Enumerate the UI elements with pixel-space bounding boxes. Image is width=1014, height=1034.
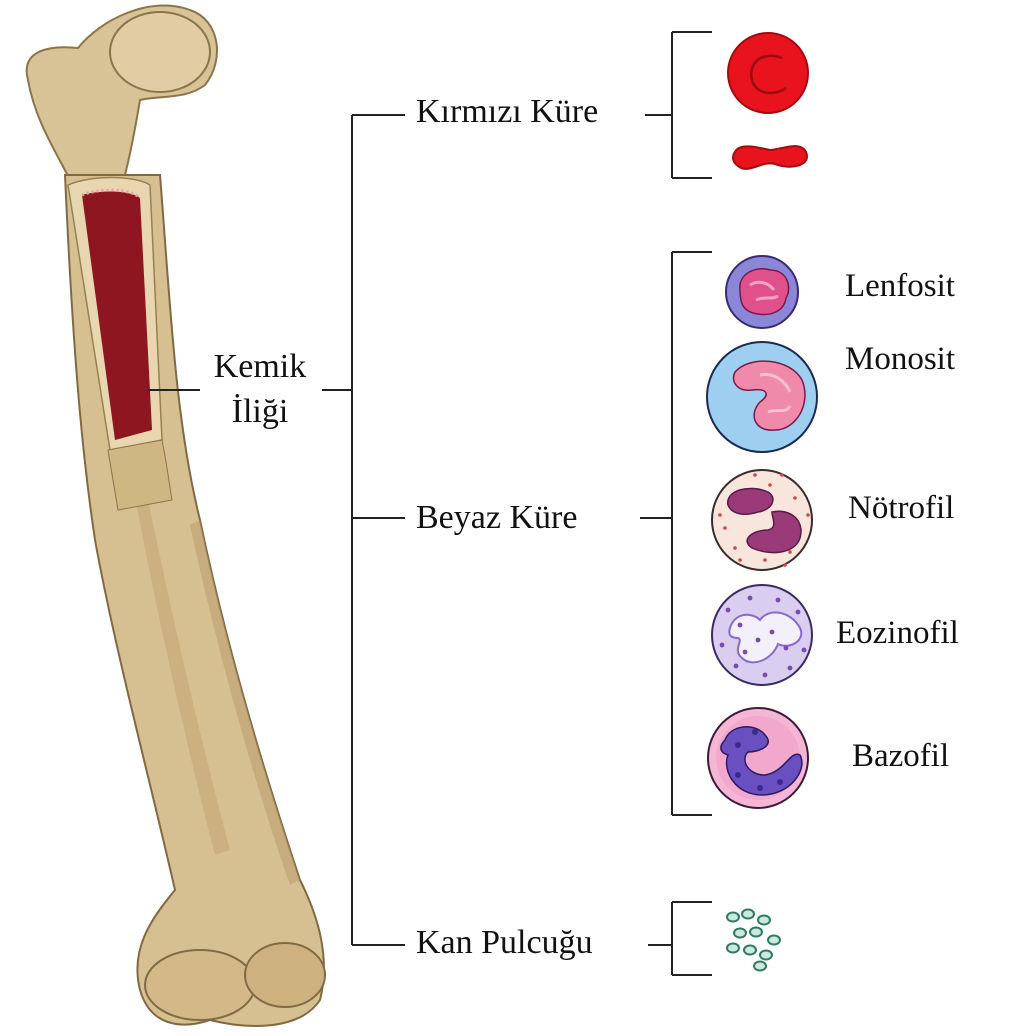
label-neutrophil: Nötrofil <box>848 492 954 525</box>
label-basophil: Bazofil <box>852 740 949 773</box>
basophil-icon <box>708 708 808 808</box>
neutrophil-icon <box>712 470 812 570</box>
branch-label-platelets: Kan Pulcuğu <box>416 926 593 960</box>
bone-illustration <box>27 5 325 1025</box>
branch-label-white-cells: Beyaz Küre <box>416 501 577 535</box>
root-label-line1: Kemik <box>198 350 322 384</box>
eosinophil-icon <box>712 585 812 685</box>
label-eosinophil: Eozinofil <box>836 617 959 650</box>
label-monocyte: Monosit <box>845 343 955 376</box>
monocyte-icon <box>707 342 817 452</box>
platelet-cluster-icon <box>727 910 780 971</box>
lymphocyte-icon <box>726 256 798 328</box>
label-lymphocyte: Lenfosit <box>845 270 955 303</box>
root-label-line2: İliği <box>198 395 322 429</box>
red-blood-cell-icon <box>728 33 808 169</box>
branch-label-red-cells: Kırmızı Küre <box>416 95 598 129</box>
